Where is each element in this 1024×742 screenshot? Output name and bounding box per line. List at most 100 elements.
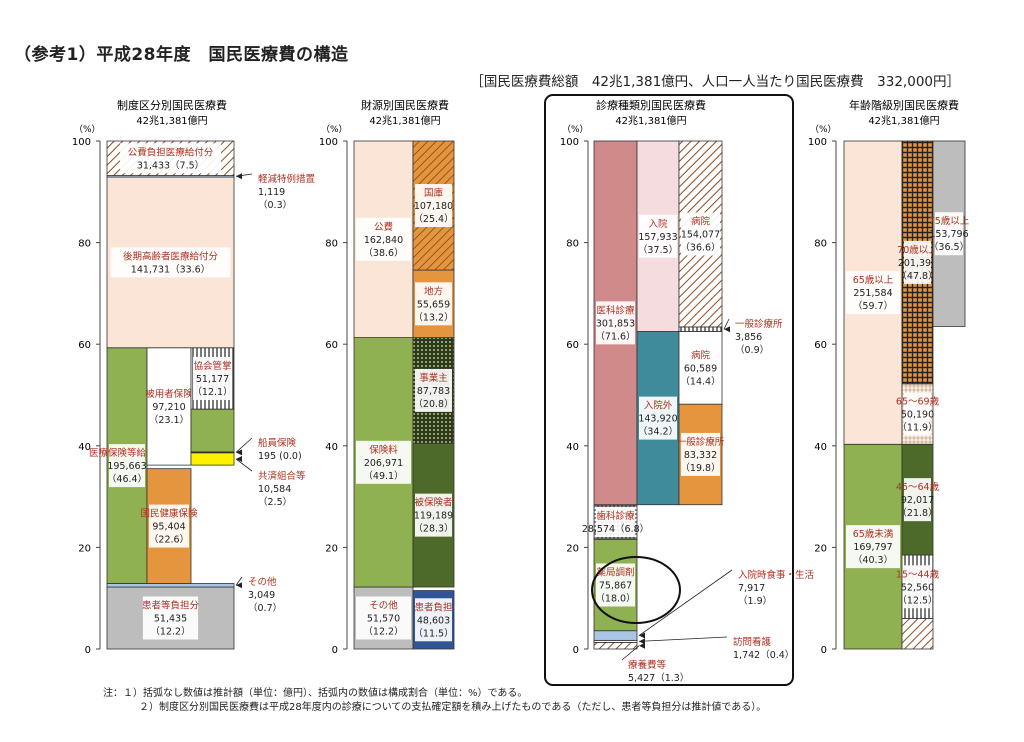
callout-arrow <box>236 582 242 589</box>
callout-arrow <box>639 638 645 645</box>
label-box <box>846 271 900 315</box>
segment-label: 歯科診療 <box>596 510 635 522</box>
callout-label: 入院時食事・生活 <box>738 569 815 581</box>
y-tick-label: 20 <box>814 543 827 554</box>
segment-value: （49.1） <box>363 470 403 482</box>
label-box <box>846 525 900 569</box>
callout-arrow <box>236 456 242 463</box>
segment-label: 事業主 <box>419 372 448 384</box>
y-axis-label: （%） <box>321 124 348 135</box>
y-axis-label: （%） <box>74 124 101 135</box>
segment-label: 75歳以上 <box>929 215 970 227</box>
callout-value: 195 (0.0) <box>258 451 302 462</box>
label-box <box>193 356 232 400</box>
y-tick-label: 60 <box>325 340 338 351</box>
y-tick-label: 60 <box>814 340 827 351</box>
label-box <box>639 214 677 258</box>
y-tick-label: 80 <box>814 239 827 250</box>
callout-line <box>723 318 730 330</box>
chart-4: 年齢階級別国民医療費42兆1,381億円（%）02040608010065歳未満… <box>808 98 970 656</box>
segment-label: 15～44歳 <box>896 568 940 580</box>
label-box <box>110 247 231 278</box>
chart-1: 制度区分別国民医療費42兆1,381億円（%）020406080100患者等負担… <box>72 98 315 656</box>
segment-value: （12.2） <box>363 626 403 638</box>
chart-subtitle: 42兆1,381億円 <box>615 114 686 127</box>
segment-value: （11.5） <box>413 627 453 639</box>
segment-value: （23.1） <box>149 414 189 426</box>
y-tick-label: 40 <box>566 442 579 453</box>
y-tick-label: 100 <box>808 137 827 148</box>
segment-value: （12.2） <box>150 626 190 638</box>
segment-value: （46.4） <box>107 473 147 485</box>
segment-value: 55,659 <box>417 299 450 310</box>
segment-value: （37.5） <box>638 244 678 256</box>
segment-label: 65歳未満 <box>853 528 894 540</box>
callout-value: 3,856 <box>735 332 762 343</box>
segment-value: （71.6） <box>595 330 635 342</box>
label-box <box>904 240 931 284</box>
bar-segment <box>593 630 638 641</box>
highlight-frame <box>544 94 794 686</box>
segment-label: 国民健康保険 <box>140 508 198 520</box>
segment-value: 75,867 <box>599 580 632 591</box>
segment-value: 162,840 <box>364 235 403 246</box>
callout-label: 一般診療所 <box>735 318 783 330</box>
segment-label: 国庫 <box>424 187 444 199</box>
page-title: （参考1）平成28年度 国民医療費の構造 <box>14 45 349 65</box>
chart-3: 診療種類別国民医療費42兆1,381億円（%）020406080100療養費等5… <box>560 98 815 684</box>
label-box <box>596 301 635 345</box>
label-box <box>596 563 635 607</box>
callout-arrow <box>639 642 645 649</box>
segment-value: 92,017 <box>901 495 934 506</box>
callout-value: （0.3） <box>258 199 292 211</box>
callout-line <box>638 569 733 636</box>
label-box <box>415 493 452 537</box>
y-tick-label: 0 <box>85 645 91 656</box>
segment-label: 入院 <box>648 218 668 230</box>
callout-arrow <box>236 449 242 456</box>
segment-value: 87,783 <box>417 386 450 397</box>
segment-value: （25.4） <box>413 213 453 225</box>
callout-label: 療養費等 <box>628 659 667 671</box>
segment-value: 51,570 <box>367 614 400 625</box>
segment-value: 143,920 <box>638 414 677 425</box>
y-tick-label: 80 <box>325 239 338 250</box>
callout-label: 軽減特例措置 <box>258 173 315 185</box>
segment-value: 141,731（33.6） <box>131 263 210 275</box>
callout-line <box>621 645 640 661</box>
label-box <box>935 212 963 256</box>
note-2: ２）制度区分別国民医療費は平成28年度内の診療についての支払確定額を積み上げたも… <box>139 702 767 713</box>
segment-value: 95,404 <box>152 522 185 533</box>
label-box <box>415 184 452 228</box>
segment-value: 195,663 <box>107 461 146 472</box>
y-tick-label: 20 <box>325 543 338 554</box>
segment-label: 被用者保険 <box>145 388 193 400</box>
bar-segment <box>190 408 235 453</box>
segment-value: （21.8） <box>897 507 937 519</box>
segment-value: （12.1） <box>192 386 232 398</box>
chart-title: 制度区分別国民医療費 <box>117 98 227 112</box>
label-box <box>356 596 411 640</box>
segment-value: （11.9） <box>897 422 937 434</box>
segment-value: （34.2） <box>638 426 678 438</box>
segment-value: （19.8） <box>680 462 720 474</box>
label-box <box>356 440 411 484</box>
callout-label: 訪問看護 <box>733 636 772 648</box>
segment-value: 154,077 <box>681 229 720 240</box>
y-axis-label: （%） <box>810 124 837 135</box>
bar-segment <box>678 326 723 332</box>
segment-label: 患者等負担分 <box>142 600 200 612</box>
label-box <box>119 143 222 174</box>
segment-label: その他 <box>369 600 398 612</box>
segment-value: （28.3） <box>413 523 453 535</box>
segment-value: 169,797 <box>853 542 892 553</box>
label-box <box>415 368 452 412</box>
segment-label: 入院外 <box>644 400 673 412</box>
segment-value: 153,796 <box>929 229 968 240</box>
segment-value: （13.2） <box>413 311 453 323</box>
segment-label: 病院 <box>691 349 711 361</box>
y-tick-label: 40 <box>78 442 91 453</box>
label-box <box>415 282 452 326</box>
y-tick-label: 80 <box>78 239 91 250</box>
